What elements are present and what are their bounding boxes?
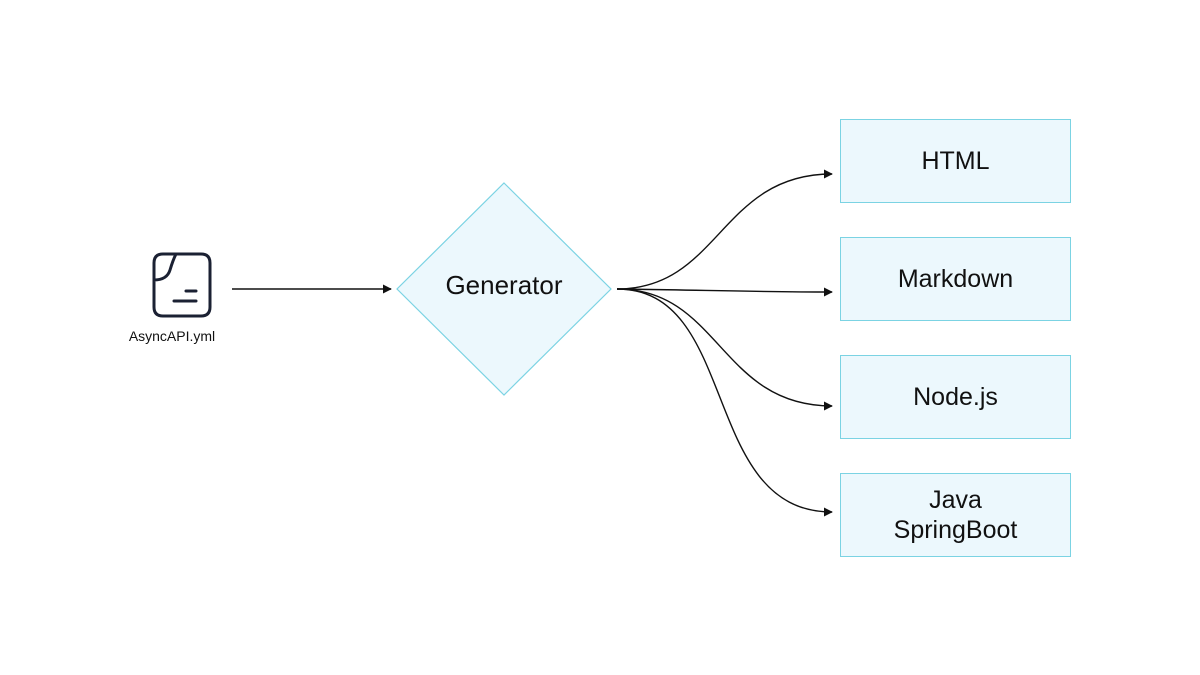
arrow-generator-to-java-springboot [616,288,833,517]
document-icon [152,252,212,318]
output-label: Markdown [898,264,1013,294]
output-label-line: HTML [921,147,990,175]
output-node-nodejs[interactable]: Node.js [840,355,1071,439]
generator-label: Generator [445,270,563,300]
output-label-line: Markdown [897,265,1014,293]
output-node-markdown[interactable]: Markdown [840,237,1071,321]
input-file-label: AsyncAPI.yml [128,328,216,344]
output-node-html[interactable]: HTML [840,119,1071,203]
arrow-generator-to-markdown [616,287,833,297]
output-label-line: SpringBoot [893,516,1018,544]
output-label-line: Java [929,486,982,514]
arrow-generator-to-html [616,169,833,290]
output-label-line: Node.js [913,383,998,411]
arrow-generator-to-nodejs [616,288,833,411]
generator-diamond[interactable] [396,182,612,396]
output-label: Java SpringBoot [894,485,1018,545]
output-label: HTML [921,146,989,176]
output-label: Node.js [913,382,998,412]
output-node-java-springboot[interactable]: Java SpringBoot [840,473,1071,557]
